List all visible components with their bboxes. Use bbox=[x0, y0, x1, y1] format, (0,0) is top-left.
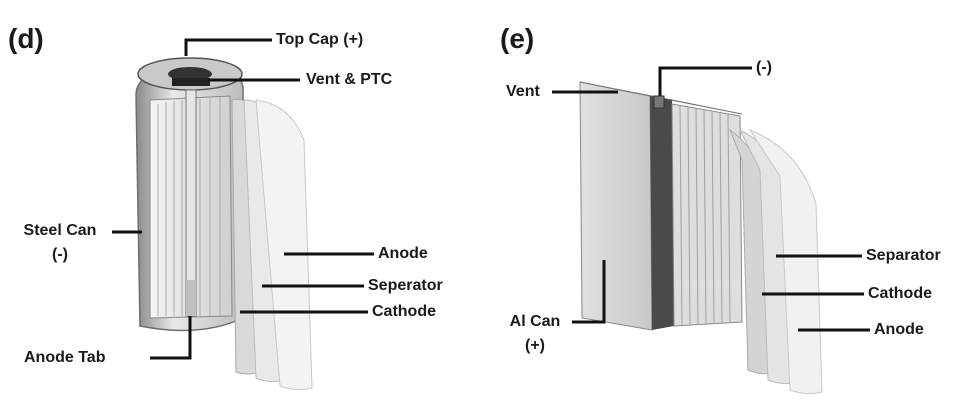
label-al-can: Al Can (+) bbox=[500, 313, 570, 355]
al-can-front bbox=[580, 82, 652, 330]
vent-ptc-disc bbox=[172, 78, 210, 86]
label-anode-tab: Anode Tab bbox=[24, 349, 105, 367]
label-anode-d: Anode bbox=[378, 245, 428, 263]
label-cathode-d: Cathode bbox=[372, 303, 436, 321]
label-al-can-line1: Al Can bbox=[500, 313, 570, 331]
label-vent-ptc: Vent & PTC bbox=[306, 71, 392, 89]
electrode-stack bbox=[672, 104, 742, 326]
label-steel-can-line1: Steel Can bbox=[10, 222, 110, 240]
prismatic-cell-illustration bbox=[552, 68, 870, 394]
panel-d-tag: (d) bbox=[8, 24, 44, 54]
label-steel-can: Steel Can (-) bbox=[10, 222, 110, 264]
negative-terminal bbox=[654, 96, 664, 108]
label-separator-e: Separator bbox=[866, 247, 941, 265]
anode-tab-strip bbox=[186, 280, 196, 316]
inner-wall bbox=[650, 96, 674, 330]
label-cathode-e: Cathode bbox=[868, 285, 932, 303]
label-al-can-line2: (+) bbox=[500, 337, 570, 355]
label-anode-e: Anode bbox=[874, 321, 924, 339]
cylindrical-cell-illustration bbox=[112, 40, 374, 390]
label-steel-can-line2: (-) bbox=[10, 246, 110, 264]
label-seperator-d: Seperator bbox=[368, 277, 443, 295]
label-top-cap: Top Cap (+) bbox=[276, 31, 363, 49]
label-negative-terminal: (-) bbox=[756, 59, 772, 77]
panel-e-tag: (e) bbox=[500, 24, 534, 54]
label-vent: Vent bbox=[506, 83, 540, 101]
